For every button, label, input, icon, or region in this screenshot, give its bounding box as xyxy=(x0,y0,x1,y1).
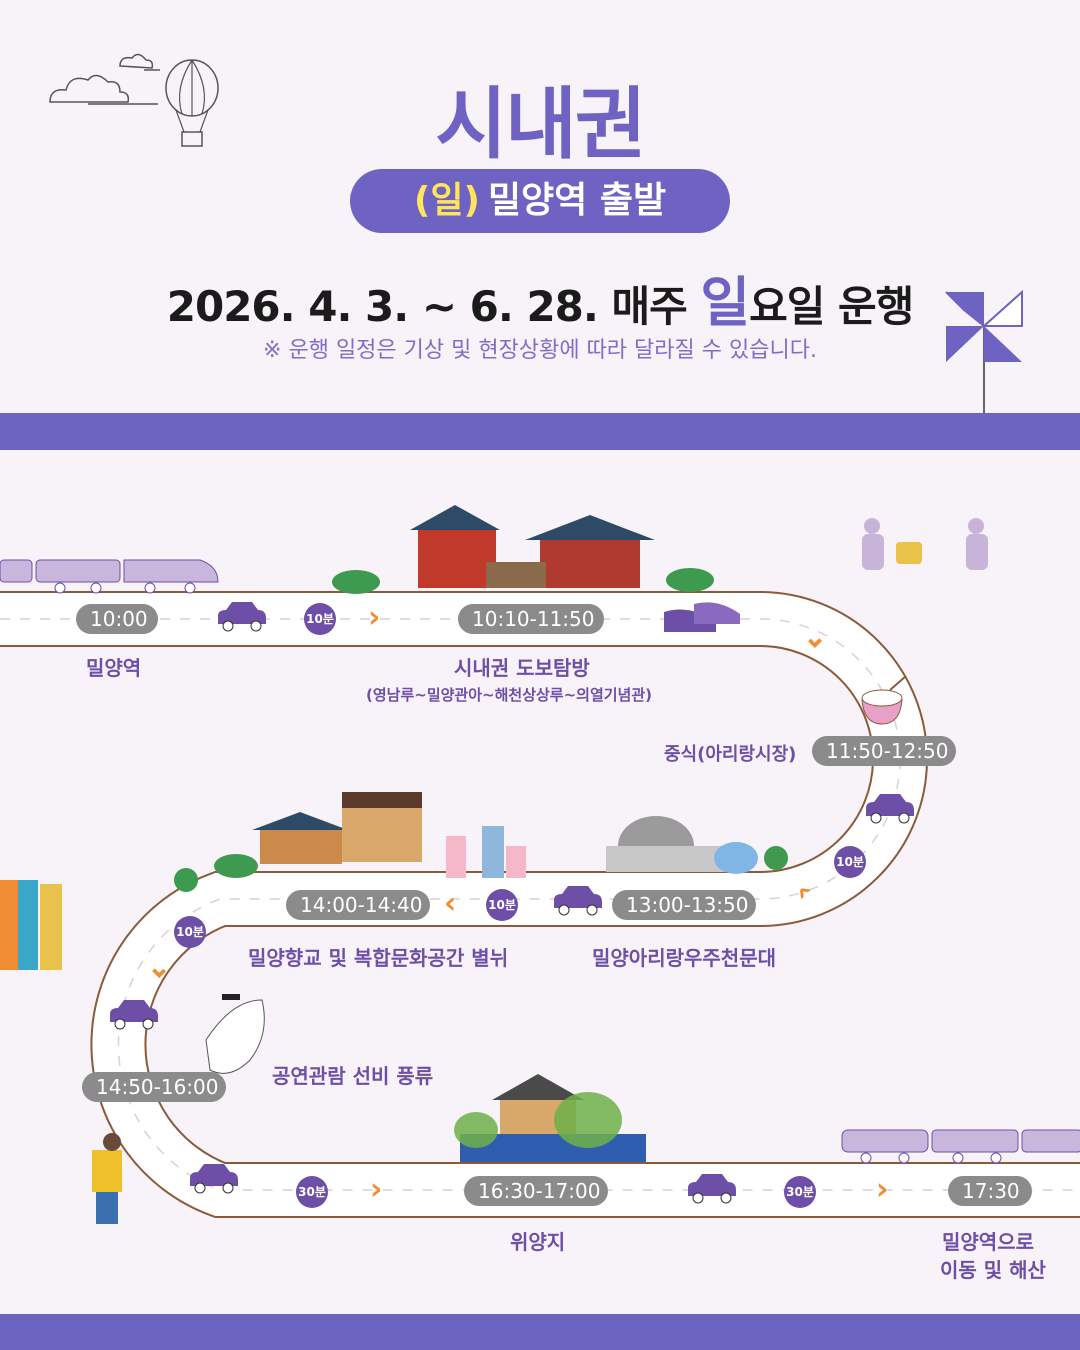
hot-air-balloon-icon xyxy=(165,59,219,147)
place-label: 중식(아리랑시장) xyxy=(664,744,797,765)
time-badge: 16:30-17:00 xyxy=(464,1176,608,1206)
period-tail: 요일 운행 xyxy=(749,282,914,331)
place-label: 밀양향교 및 복합문화공간 별뉘 xyxy=(248,946,509,970)
direction-arrow: › xyxy=(876,1172,889,1207)
direction-arrow: › xyxy=(368,600,381,635)
place-label: 밀양역 xyxy=(86,656,142,680)
time-badge: 17:30 xyxy=(948,1176,1032,1206)
travel-time-badge: 10분 xyxy=(486,889,518,921)
schedule-note: ※ 운행 일정은 기상 및 현장상황에 따라 달라질 수 있습니다. xyxy=(263,338,817,363)
time-badge: 11:50-12:50 xyxy=(812,736,956,766)
train-icon xyxy=(0,559,219,594)
time-badge: 10:10-11:50 xyxy=(458,604,604,634)
place-label: 위양지 xyxy=(510,1230,566,1254)
period-day: 일 xyxy=(700,271,750,334)
time-badge: 14:50-16:00 xyxy=(82,1072,226,1102)
place-label-line2: 이동 및 해산 xyxy=(940,1258,1046,1282)
time-badge: 13:00-13:50 xyxy=(612,890,756,920)
car-icon xyxy=(866,794,914,824)
alien-mascot xyxy=(714,842,758,874)
place-label: 밀양역으로 xyxy=(942,1230,1034,1254)
hyanggyo-illustration xyxy=(252,792,422,864)
seonbi-dancer xyxy=(205,994,265,1074)
pinwheel-icon xyxy=(945,290,1023,414)
car-icon xyxy=(190,1164,238,1194)
time-badge: 14:00-14:40 xyxy=(286,890,430,920)
pavilion-illustration xyxy=(410,505,655,588)
photographer xyxy=(92,1133,122,1224)
departure-text: 밀양역 출발 xyxy=(487,180,667,221)
tourist-group xyxy=(0,880,62,970)
page-title: 시내권 xyxy=(435,80,646,170)
car-icon xyxy=(554,886,602,916)
place-label: 시내권 도보탐방 xyxy=(454,656,590,680)
place-label: 밀양아리랑우주천문대 xyxy=(592,946,776,970)
direction-arrow: ‹ xyxy=(444,886,457,921)
train-icon xyxy=(841,1129,1080,1164)
cloud-icon xyxy=(49,53,160,105)
tree-decoration xyxy=(174,568,788,892)
divider-band-bottom xyxy=(0,1314,1080,1350)
day-mark: (일) xyxy=(413,180,480,221)
wiyangji-illustration xyxy=(454,1074,646,1162)
direction-arrow: › xyxy=(370,1172,383,1207)
travel-time-badge: 30분 xyxy=(296,1176,328,1208)
travel-time-badge: 30분 xyxy=(784,1176,816,1208)
place-label: 공연관람 선비 풍류 xyxy=(272,1064,434,1088)
time-badge: 10:00 xyxy=(76,604,158,634)
hanbok-people xyxy=(446,826,526,878)
rice-bowl-icon xyxy=(861,675,907,725)
travel-time-badge: 10분 xyxy=(304,603,336,635)
divider-band-top xyxy=(0,413,1080,450)
period-text: 2026. 4. 3. ~ 6. 28. 매주 xyxy=(166,282,688,331)
tourist-figures xyxy=(862,518,988,570)
car-icon xyxy=(218,602,266,632)
travel-time-badge: 10분 xyxy=(834,846,866,878)
sneakers-icon xyxy=(664,602,740,632)
place-detail: (영남루~밀양관아~해천상상루~의열기념관) xyxy=(366,686,653,704)
operation-period: 2026. 4. 3. ~ 6. 28. 매주 일요일 운행 xyxy=(0,258,1080,337)
car-icon xyxy=(110,1000,158,1030)
travel-time-badge: 10분 xyxy=(174,916,206,948)
departure-badge: (일)밀양역 출발 xyxy=(350,169,730,233)
car-icon xyxy=(688,1174,736,1204)
